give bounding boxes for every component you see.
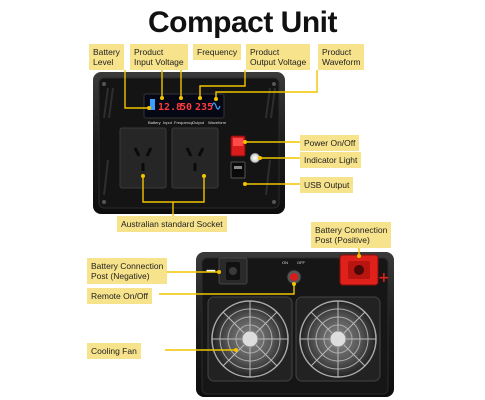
label-line: Output Voltage: [250, 57, 307, 67]
socket-right: [171, 127, 219, 189]
label-line: Post (Negative): [91, 271, 150, 281]
remote-switch[interactable]: [286, 269, 302, 285]
label-indicator-light: Indicator Light: [300, 152, 362, 168]
label-line: Battery Connection: [315, 225, 388, 235]
display-output-value: 235: [195, 102, 213, 113]
label-power-on-off: Power On/Off: [300, 135, 360, 151]
label-line: USB Output: [304, 180, 350, 190]
screw-icon: [102, 82, 106, 86]
positive-terminal: [339, 254, 379, 286]
label-frequency: Frequency: [193, 44, 242, 60]
positive-sign: +: [378, 270, 390, 286]
label-line: Frequency: [197, 47, 238, 57]
screw-icon: [272, 82, 276, 86]
label-line: Product: [134, 47, 164, 57]
waveform-icon: [211, 102, 221, 110]
battery-level-icon: [150, 99, 155, 110]
label-usb-output: USB Output: [300, 177, 354, 193]
label-line: Level: [93, 57, 114, 67]
label-australian-standard-socket: Australian standard Socket: [117, 216, 227, 232]
label-line: Cooling Fan: [91, 346, 137, 356]
usb-port[interactable]: [230, 161, 246, 179]
display-caption: Input: [163, 120, 173, 125]
label-line: Product: [322, 47, 352, 57]
label-line: Waveform: [322, 57, 361, 67]
screw-icon: [272, 200, 276, 204]
display-caption: Frequency: [174, 120, 193, 125]
remote-on-text: ON: [282, 260, 288, 265]
label-line: Post (Positive): [315, 235, 370, 245]
display-input-value: 12.8: [158, 102, 182, 113]
label-line: Australian standard Socket: [121, 219, 223, 229]
indicator-light: [250, 153, 260, 163]
label-remote-on-off: Remote On/Off: [87, 288, 153, 304]
display-caption: Output: [192, 120, 205, 125]
front-vents: [103, 87, 276, 196]
negative-sign: −: [205, 263, 217, 279]
label-line: Product: [250, 47, 280, 57]
label-line: Power On/Off: [304, 138, 356, 148]
power-switch[interactable]: [230, 135, 246, 157]
screw-icon: [102, 200, 106, 204]
cooling-fan-right: [295, 296, 381, 382]
label-line: Remote On/Off: [91, 291, 149, 301]
display-frequency-value: 50: [180, 102, 192, 113]
display-caption: Waveform: [208, 120, 227, 125]
remote-off-text: OFF: [297, 260, 306, 265]
rear-panel: − + ON OFF: [196, 252, 394, 397]
negative-terminal: [218, 257, 248, 285]
display-caption: Battery: [148, 120, 161, 125]
label-line: Battery: [93, 47, 120, 57]
label-line: Battery Connection: [91, 261, 164, 271]
label-line: Input Voltage: [134, 57, 184, 67]
label-line: Indicator Light: [304, 155, 358, 165]
pointer-dots: [141, 96, 361, 352]
page-title: Compact Unit: [148, 6, 338, 39]
label-cooling-fan: Cooling Fan: [87, 343, 141, 359]
socket-left: [119, 127, 167, 189]
cooling-fan-left: [207, 296, 293, 382]
